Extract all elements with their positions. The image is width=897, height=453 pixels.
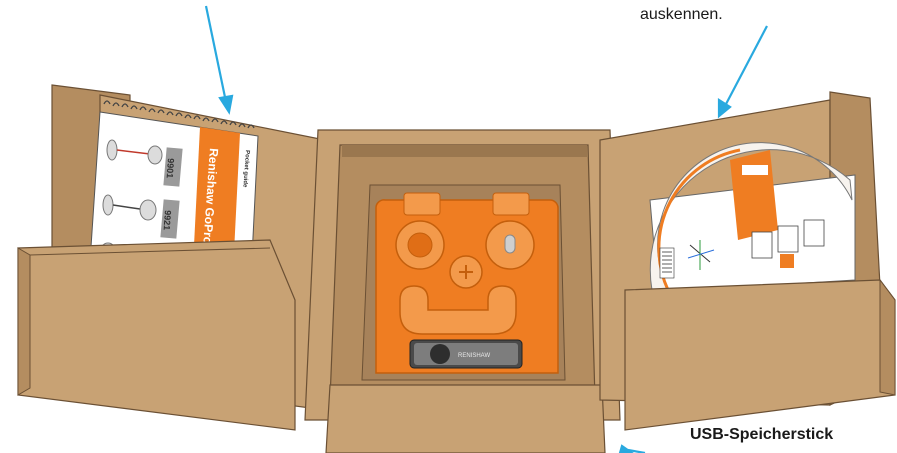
arrow-left-callout — [206, 6, 232, 112]
left-pocket — [18, 240, 295, 430]
right-pocket — [625, 280, 895, 430]
caption-right: auskennen. — [640, 6, 723, 24]
usb-brand: RENISHAW — [458, 353, 490, 359]
arrow-bottom-callout — [620, 446, 645, 453]
arrow-right-callout — [719, 26, 767, 116]
caption-usb: USB-Speicherstick — [690, 426, 833, 444]
manual-tab-1: 9901 — [165, 158, 176, 179]
manual-tab-2: 9921 — [162, 210, 173, 231]
center-box: RENISHAW — [305, 130, 620, 453]
usb-stick: RENISHAW — [410, 340, 522, 368]
